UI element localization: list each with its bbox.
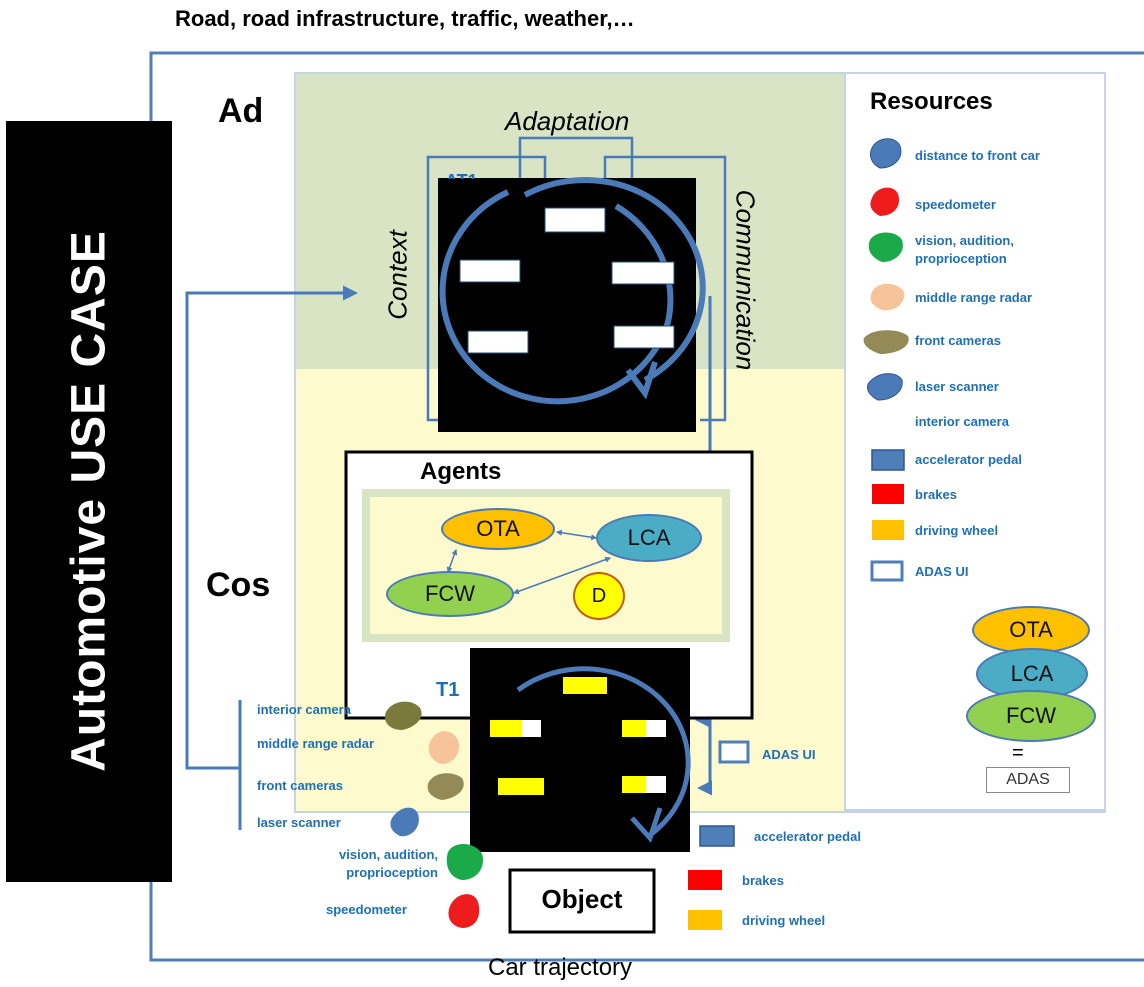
adas-equals: = [1012,742,1024,764]
adas-ui-legend-rect [870,560,904,582]
adas-stack-ota: OTA [972,606,1090,654]
t1-slot-1 [563,677,607,694]
left-vision: vision, audition, proprioception [339,847,438,880]
context-bracket [426,155,547,422]
actuator-brakes: brakes [742,873,784,888]
laser-legend-blob [867,373,903,401]
car-trajectory-label: Car trajectory [488,954,633,981]
side-banner: Automotive USE CASE [6,121,172,882]
res-adas-ui: ADAS UI [915,564,969,579]
radar-legend-blob [870,283,905,311]
object-label: Object [541,884,623,914]
at1-slot-1 [544,207,606,233]
at1-slot-5 [613,325,675,349]
t1-arrowhead [630,807,663,843]
speedometer-blob [448,894,480,928]
res-front-cameras: front cameras [915,333,1001,348]
t1-slot-4 [498,778,544,795]
accelerator-legend-rect [871,449,905,471]
left-middle-range-radar: middle range radar [257,736,375,751]
left-interior-camera: interior camera [257,702,351,717]
at1-slot-4 [467,330,529,354]
middle-range-radar-blob [428,731,460,764]
left-front-cameras: front cameras [257,778,343,793]
res-radar: middle range radar [915,290,1033,305]
driver-node: D [573,572,625,620]
laser-scanner-blob [390,807,419,837]
feedback-loop-line [185,285,358,770]
res-distance: distance to front car [915,148,1040,163]
communication-bracket [603,155,727,422]
res-speedometer: speedometer [915,197,996,212]
left-laser-scanner: laser scanner [257,815,341,830]
vision-blob [446,843,484,880]
context-label: Context [382,230,413,320]
agents-title: Agents [420,458,502,485]
res-interior-camera: interior camera [915,414,1009,429]
cos-label: Cos [206,566,271,604]
distance-blob [869,138,902,169]
adaptation-label: Adaptation [505,106,630,136]
lca-node: LCA [596,514,702,562]
left-speedometer: speedometer [326,902,407,917]
t1-cycle [516,666,691,838]
t1-slot-2 [490,720,522,737]
at1-slot-2 [459,259,521,283]
front-cameras-legend-blob [863,330,909,354]
adas-box: ADAS [986,767,1070,793]
vision-legend-blob [868,232,903,262]
driving-wheel-rect [688,910,722,930]
at1-slot-3 [611,261,675,285]
t1-slot-3b [646,720,666,737]
t1-label: T1 [436,679,460,701]
res-laser: laser scanner [915,379,999,394]
t1-slot-5b [646,776,666,793]
communication-label: Communication [730,189,761,371]
accelerator-rect [699,825,735,847]
brakes-legend-rect [872,484,904,504]
brakes-rect [688,870,722,890]
ota-lca-link [555,529,598,541]
adas-stack-fcw: FCW [966,690,1096,742]
fcw-node: FCW [386,571,514,617]
driving-wheel-legend-rect [872,520,904,540]
at1-cycle [523,176,706,383]
actuator-adas-ui: ADAS UI [762,747,816,762]
res-driving-wheel: driving wheel [915,523,999,538]
zone-border [294,72,1106,813]
at1-arrowhead [625,361,658,400]
resources-title: Resources [870,88,993,115]
t1-slot-2b [522,720,541,737]
t1-to-actuator-line [697,720,712,796]
interior-camera-blob [384,701,422,730]
actuator-driving-wheel: driving wheel [742,913,826,928]
at1-label: AT1 [445,171,478,179]
header-title: Road, road infrastructure, traffic, weat… [175,6,635,31]
ota-node: OTA [441,508,555,550]
object-box [508,868,656,934]
t1-slot-3 [622,720,646,737]
ad-label: Ad [218,92,264,130]
front-cameras-blob [427,773,464,800]
speedometer-legend-blob [870,187,900,216]
res-vision: vision, audition, proprioception [915,233,1014,266]
actuator-accelerator: accelerator pedal [754,829,861,844]
agents-inner [362,489,730,642]
side-banner-text: Automotive USE CASE [62,230,116,772]
fcw-lca-link [512,556,612,595]
res-accelerator: accelerator pedal [915,452,1022,467]
res-brakes: brakes [915,487,957,502]
ota-fcw-link [446,548,458,574]
t1-slot-5 [622,776,646,793]
adas-ui-rect [718,740,750,764]
